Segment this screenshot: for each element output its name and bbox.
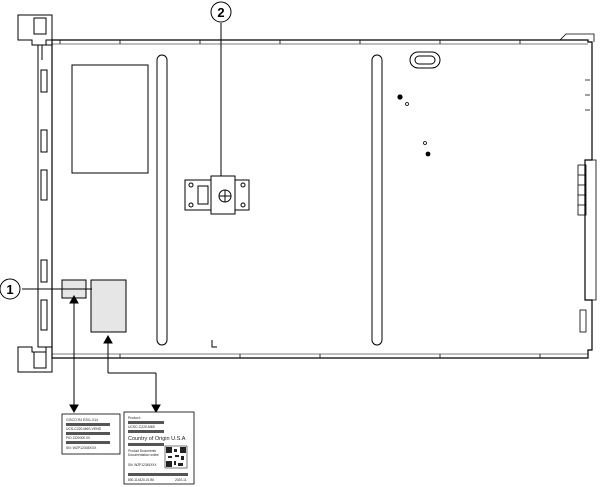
rear-panel-details xyxy=(577,79,597,333)
left-label-line-1: CISCO R4 E201-X14 xyxy=(66,418,98,422)
left-label-line-4: SN: WZP12345XXX xyxy=(66,446,97,450)
callout-2-number: 2 xyxy=(217,5,224,20)
barcode-3 xyxy=(66,441,110,444)
barcode-1 xyxy=(66,423,110,426)
left-rack-ear-bottom xyxy=(17,346,53,373)
front-bezel xyxy=(37,44,53,348)
right-label-sn: SN: WZP12345XXX xyxy=(128,463,157,467)
right-label-footer-right: 2020-11 xyxy=(175,478,187,482)
barcode-pid xyxy=(128,421,164,424)
qr-code xyxy=(164,445,188,469)
oval-cutout xyxy=(409,51,441,69)
screw-points xyxy=(397,94,431,157)
barcode-country xyxy=(128,443,164,446)
bottom-marker xyxy=(211,340,217,348)
barcode-2 xyxy=(66,432,110,435)
top-cover-latch xyxy=(184,175,250,215)
right-label-header: Product: xyxy=(128,416,141,420)
arrow-to-left-label xyxy=(69,294,79,414)
callout-1: 1 xyxy=(0,278,92,300)
pull-tab-label-left: CISCO R4 E201-X14 UCS-C220-M6S-VEND PID … xyxy=(61,413,121,455)
left-label-line-3: PID ZZ/0000 00 xyxy=(66,436,90,440)
right-label-doc-2: Documentation online xyxy=(128,453,159,457)
arrow-to-right-label xyxy=(103,334,161,414)
left-label-line-2: UCS-C220-M6S-VEND xyxy=(66,427,102,431)
top-cover-rail-left xyxy=(156,54,168,346)
barcode-pid-2 xyxy=(128,430,164,433)
barcode-footer xyxy=(128,473,188,476)
top-cover-panel xyxy=(71,64,149,174)
callout-1-number: 1 xyxy=(6,282,13,297)
right-label-pid: UCSC-C220-M6S xyxy=(128,425,156,429)
callout-2: 2 xyxy=(210,1,232,176)
right-label-doc-1: Product Documents xyxy=(128,449,156,453)
label-large-on-chassis xyxy=(90,279,127,333)
pull-tab-label-right: Product: UCSC-C220-M6S Country of Origin… xyxy=(123,411,195,485)
right-label-country: Country of Origin U.S.A xyxy=(128,436,186,442)
right-label-footer-left: 800-114420-01 B0 xyxy=(128,478,154,482)
top-cover-rail-right xyxy=(371,54,383,346)
left-rack-ear-top xyxy=(17,14,53,60)
chassis-edge-ticks xyxy=(59,40,541,358)
